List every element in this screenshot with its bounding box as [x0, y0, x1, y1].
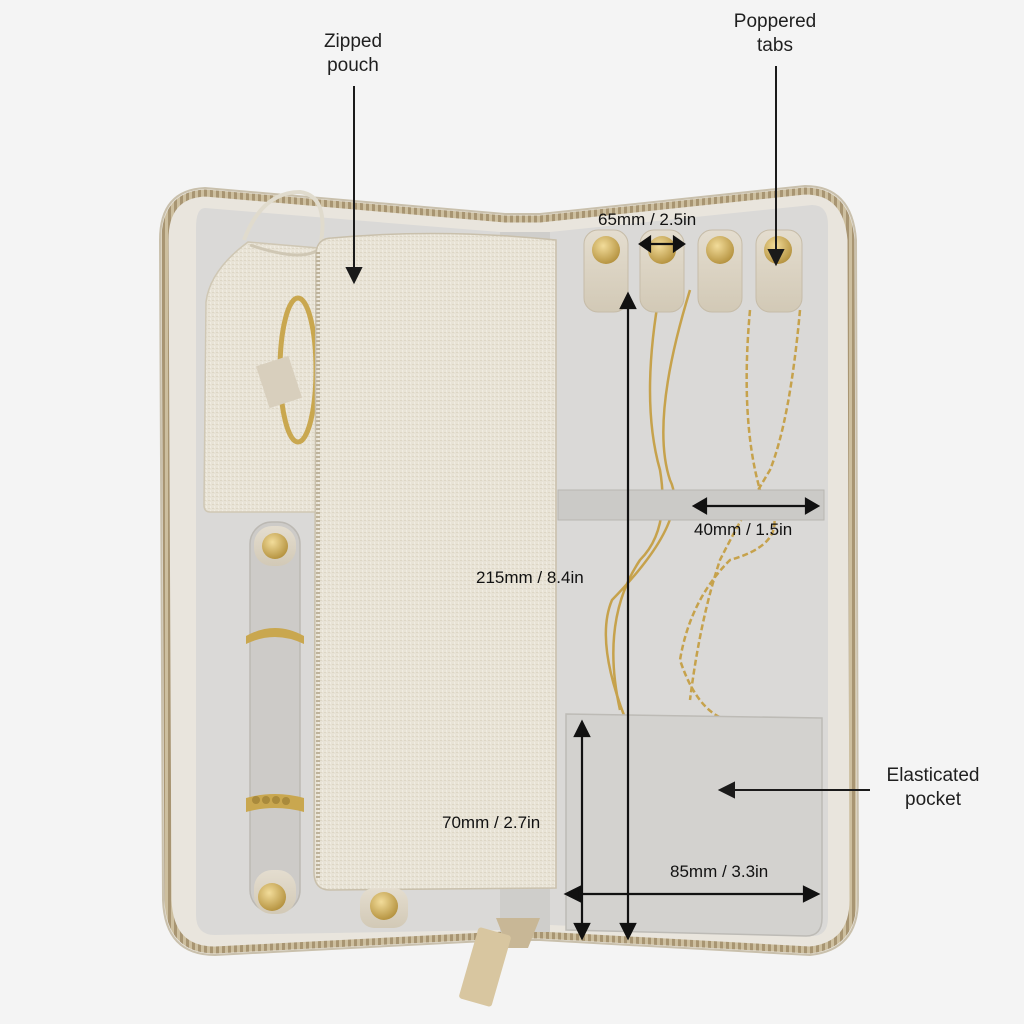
tab-gap-dimension: 65mm / 2.5in: [598, 210, 697, 229]
ring-strip: [246, 521, 304, 914]
inner-length-dimension: 215mm / 8.4in: [476, 568, 584, 587]
callout-arrows: [345, 66, 870, 799]
zipped-linen-pouch: [313, 232, 557, 928]
pocket-height-dimension: 70mm / 2.7in: [442, 813, 541, 832]
poppered-tabs-label-line-2: tabs: [757, 35, 793, 56]
poppered-tabs-label-line-1: Poppered: [733, 11, 817, 32]
elasticated-pocket: [565, 713, 823, 937]
zipped-pouch-label-line-2: pouch: [327, 55, 379, 76]
elasticated-pocket-callout: Elasticated pocket: [866, 764, 1000, 812]
elasticated-pocket-label-line-2: pocket: [905, 789, 961, 810]
pocket-width-dimension: 85mm / 3.3in: [670, 862, 769, 881]
poppered-tabs-callout: Poppered tabs: [715, 10, 835, 58]
elasticated-pocket-label-line-1: Elasticated: [886, 765, 980, 786]
dimension-arrows: [563, 234, 821, 941]
zipped-pouch-label-line-1: Zipped: [323, 31, 383, 52]
drawstring-bag: [203, 189, 325, 513]
zip-pull: [459, 918, 540, 1007]
zipped-pouch-callout: Zipped pouch: [305, 30, 401, 78]
elastic-band-dimension: 40mm / 1.5in: [694, 520, 793, 539]
